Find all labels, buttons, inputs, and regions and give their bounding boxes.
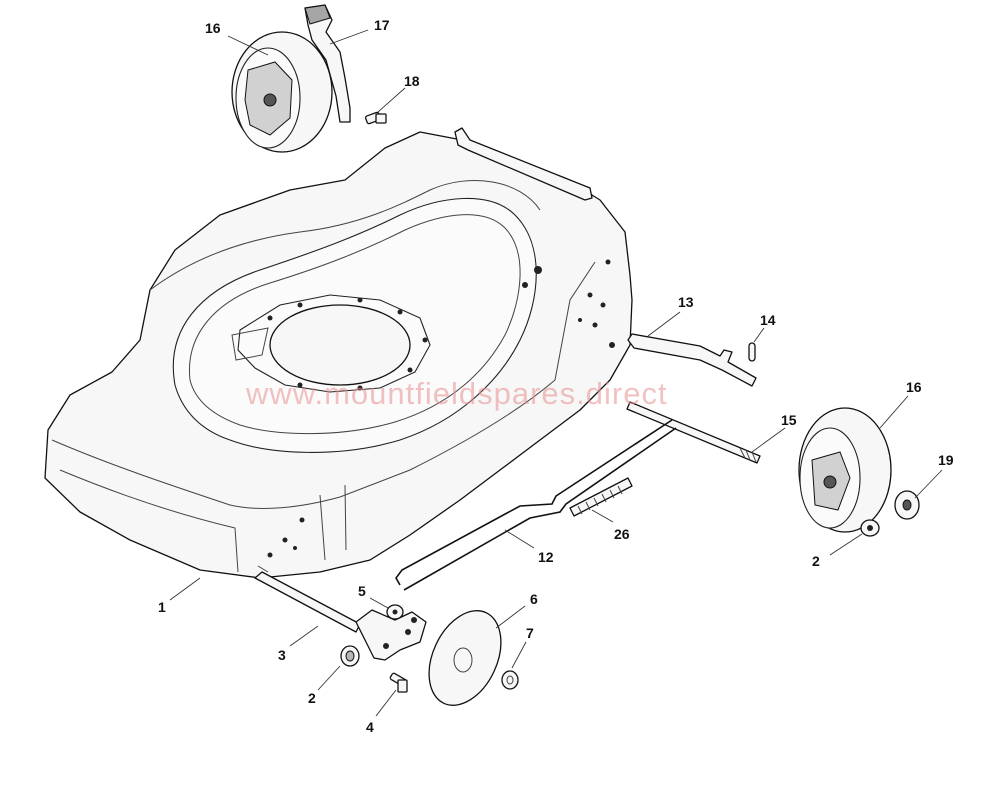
hubcap-disc-6	[428, 610, 502, 706]
callout-17: 17	[374, 17, 390, 33]
bolt-4	[389, 672, 408, 693]
callout-1: 1	[158, 599, 166, 615]
height-adjust-bracket	[304, 4, 351, 123]
height-adjust-rod	[395, 419, 677, 591]
callout-2-right: 2	[812, 553, 820, 569]
bolt-18	[364, 111, 387, 125]
callout-3: 3	[278, 647, 286, 663]
callout-26: 26	[614, 526, 630, 542]
callout-4: 4	[366, 719, 374, 735]
mower-deck	[44, 127, 633, 579]
rear-wheel-left	[231, 31, 333, 153]
callout-5: 5	[358, 583, 366, 599]
callout-14: 14	[760, 312, 776, 328]
nut-2-left	[340, 645, 360, 667]
nut-5	[386, 604, 404, 620]
pin-14	[748, 342, 756, 362]
callout-2-left: 2	[308, 690, 316, 706]
callout-16-left: 16	[205, 20, 221, 36]
callout-15: 15	[781, 412, 797, 428]
washer-19	[894, 490, 920, 520]
callout-12: 12	[538, 549, 554, 565]
rear-axle	[627, 333, 757, 387]
front-wheel-right	[798, 407, 892, 533]
callout-7: 7	[526, 625, 534, 641]
hub-bracket	[355, 609, 427, 661]
watermark: www.mountfieldspares.direct	[245, 376, 668, 411]
callout-13: 13	[678, 294, 694, 310]
callout-18: 18	[404, 73, 420, 89]
leader-lines	[169, 29, 943, 717]
nut-2-right	[860, 519, 880, 537]
callout-19: 19	[938, 452, 954, 468]
spring-26	[569, 477, 633, 517]
callout-labels: 16 17 18 13 14 15 16 19 2 26 12 1 3 2 4 …	[158, 17, 954, 735]
washer-7	[501, 670, 519, 690]
callout-6: 6	[530, 591, 538, 607]
callout-16-right: 16	[906, 379, 922, 395]
front-axle-rod	[626, 401, 761, 464]
